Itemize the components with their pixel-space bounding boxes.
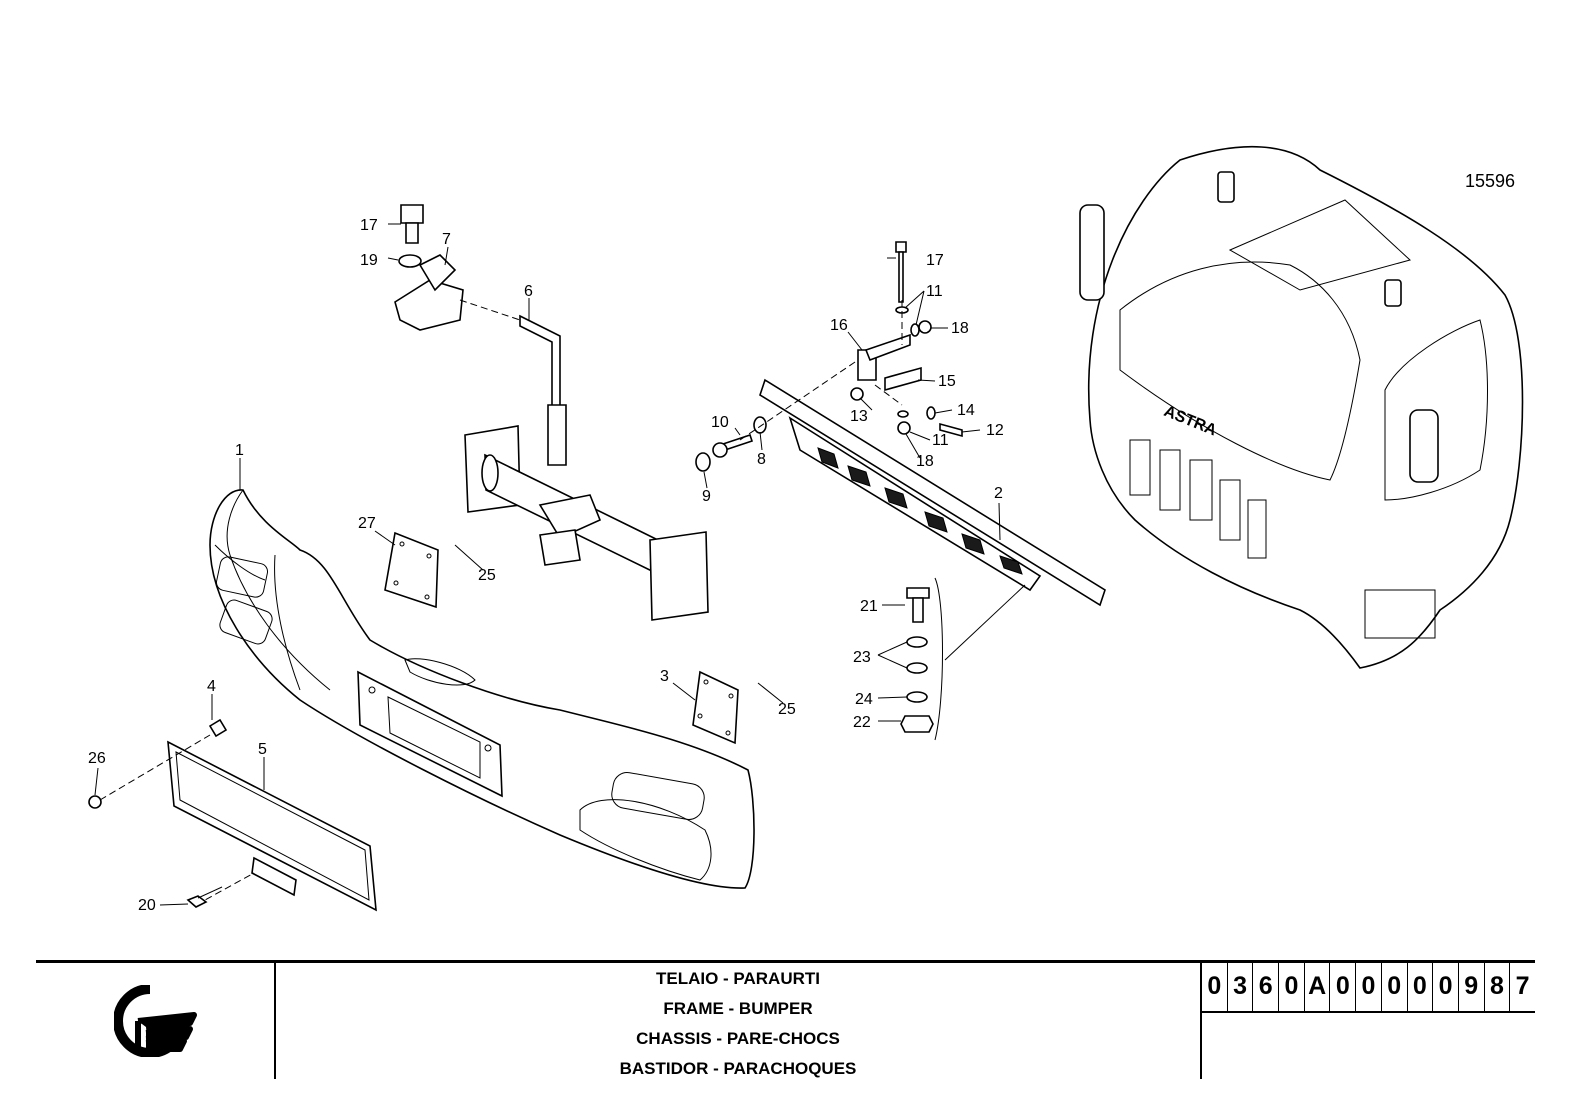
- callout-24: 24: [855, 691, 873, 708]
- callout-26: 26: [88, 750, 106, 767]
- code-char: A: [1305, 963, 1331, 1011]
- callout-23: 23: [853, 649, 871, 666]
- callout-27: 27: [358, 515, 376, 532]
- code-char: 8: [1485, 963, 1511, 1011]
- bumper: [209, 489, 755, 889]
- callout-13: 13: [850, 408, 868, 425]
- callout-1: 1: [235, 442, 244, 459]
- leader-lines: [94, 223, 1001, 906]
- code-char: 6: [1253, 963, 1280, 1011]
- callout-16: 16: [830, 317, 848, 334]
- pin-assembly: [394, 204, 567, 466]
- callout-5: 5: [258, 741, 267, 758]
- title-line-english: FRAME - BUMPER: [663, 999, 813, 1018]
- callout-14: 14: [957, 402, 975, 419]
- code-char: 0: [1330, 963, 1357, 1011]
- callout-2: 2: [994, 485, 1003, 502]
- callout-20: 20: [138, 897, 156, 914]
- code-char: 0: [1356, 963, 1382, 1011]
- callout-11b: 11: [932, 432, 949, 449]
- astra-logo-icon: [114, 985, 197, 1057]
- callout-9: 9: [702, 488, 711, 505]
- callout-22: 22: [853, 714, 871, 731]
- callout-6: 6: [524, 283, 533, 300]
- code-char: 0: [1382, 963, 1408, 1011]
- callout-17a: 17: [360, 217, 378, 234]
- code-char: 0: [1408, 963, 1434, 1011]
- callout-11a: 11: [926, 283, 943, 300]
- callout-3: 3: [660, 668, 669, 685]
- callout-25b: 25: [778, 701, 796, 718]
- drawing-number: 15596: [1465, 171, 1515, 191]
- callout-18a: 18: [951, 320, 969, 337]
- exploded-view-drawing: 15 5 9 6: [88, 145, 1524, 914]
- code-char: 0: [1433, 963, 1459, 1011]
- callout-4: 4: [207, 678, 216, 695]
- lower-bar: [759, 378, 1106, 607]
- cover-plate-3: [692, 670, 739, 745]
- callout-15: 15: [938, 373, 956, 390]
- code-char: 7: [1515, 972, 1530, 1000]
- license-plate-holder: [88, 718, 377, 912]
- logo-cell: [36, 963, 276, 1079]
- code-char: 0: [1202, 963, 1228, 1011]
- bracket-fasteners: [695, 241, 963, 472]
- truck-cab: ASTRA: [1079, 145, 1524, 669]
- cover-plate-27: [384, 531, 439, 609]
- title-cell: TELAIO - PARAURTI FRAME - BUMPER CHASSIS…: [276, 963, 1202, 1079]
- title-line-french: CHASSIS - PARE-CHOCS: [636, 1029, 840, 1048]
- callout-21: 21: [860, 598, 878, 615]
- part-code: 0 3 6 0 A 0 0 0 0 0 9 8 7: [1202, 963, 1535, 1013]
- callout-10: 10: [711, 414, 729, 431]
- code-char: 0: [1279, 963, 1305, 1011]
- code-char: 3: [1228, 963, 1254, 1011]
- callout-12: 12: [986, 422, 1004, 439]
- bolt-stack: [900, 577, 1026, 741]
- title-block: TELAIO - PARAURTI FRAME - BUMPER CHASSIS…: [36, 960, 1535, 1081]
- callout-17b: 17: [926, 252, 944, 269]
- title-line-italian: TELAIO - PARAURTI: [655, 969, 820, 988]
- callout-25a: 25: [478, 567, 496, 584]
- callout-7: 7: [442, 231, 451, 248]
- code-char: 9: [1459, 963, 1485, 1011]
- title-line-spanish: BASTIDOR - PARACHOQUES: [619, 1059, 857, 1078]
- callout-8: 8: [757, 451, 766, 468]
- callout-numbers: 1 2 3 4 5 6 7 8 9 10 11 11 12 13 14 15 1…: [88, 217, 1004, 914]
- callout-18b: 18: [916, 453, 934, 470]
- crossmember-tube: [464, 425, 709, 621]
- callout-19: 19: [360, 252, 378, 269]
